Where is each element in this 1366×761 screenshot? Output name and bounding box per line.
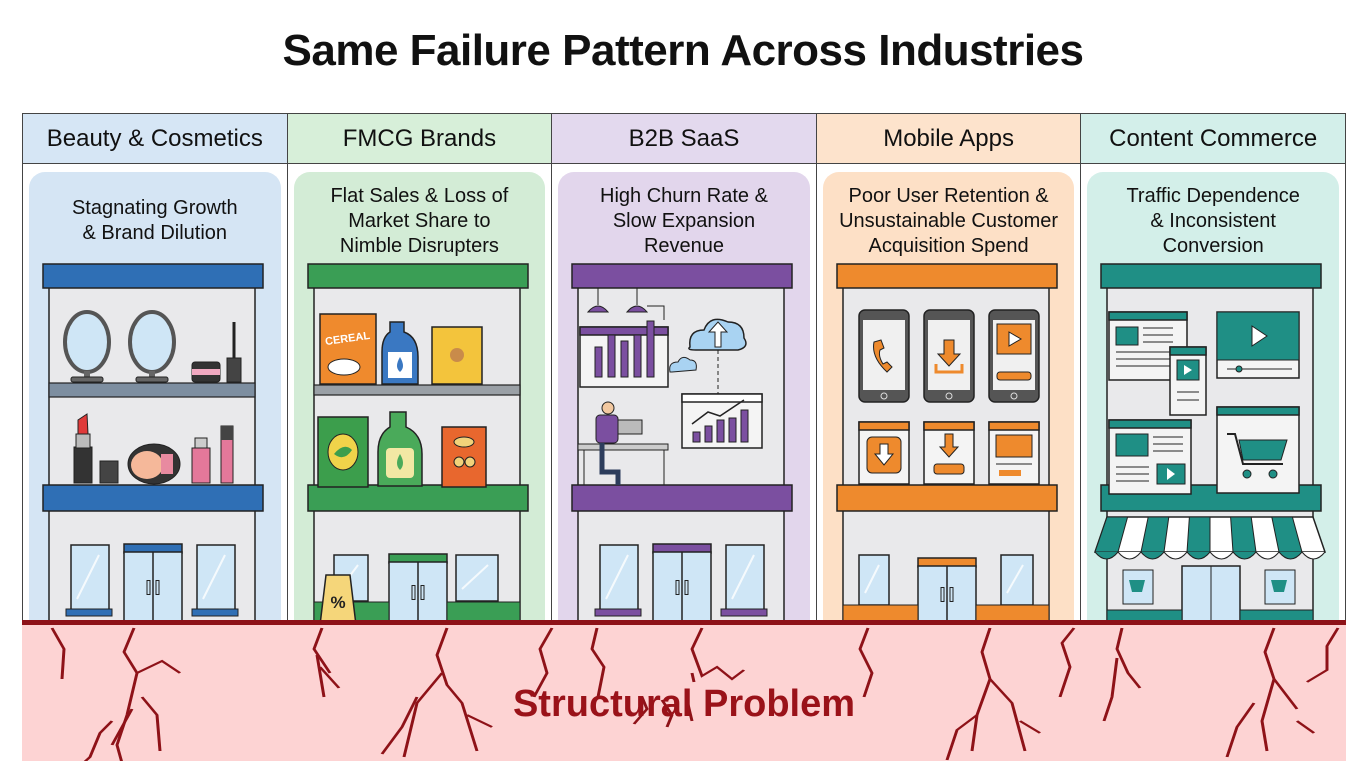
problem-line: Revenue xyxy=(643,235,725,257)
problem-line: Market Share to xyxy=(348,210,491,232)
crack-line xyxy=(690,627,746,681)
crack-line xyxy=(115,672,139,761)
crack-line xyxy=(122,627,182,675)
crack-line xyxy=(402,672,444,758)
crack-line xyxy=(632,696,649,725)
crack-line xyxy=(312,627,332,674)
cracks-icon xyxy=(50,627,1340,761)
industry-card: Poor User Retention & Unsustainable Custo… xyxy=(822,172,1076,626)
crack-line xyxy=(466,714,493,728)
crack-line xyxy=(532,627,554,698)
crack-line xyxy=(1115,627,1142,689)
crack-line xyxy=(318,666,341,689)
crack-line xyxy=(435,627,479,752)
mobile-apps-store-icon xyxy=(823,263,1076,626)
structural-foundation: Structural Problem xyxy=(22,620,1346,761)
crack-line xyxy=(315,654,326,698)
problem-line: Poor User Retention & xyxy=(848,185,1049,207)
crack-line xyxy=(380,696,419,755)
problem-statement: Poor User Retention & Unsustainable Custo… xyxy=(823,184,1075,259)
crack-line xyxy=(1263,627,1299,710)
crack-line xyxy=(685,699,694,722)
crack-line xyxy=(1102,657,1119,722)
crack-line xyxy=(660,699,674,728)
crack-line xyxy=(1295,720,1316,734)
column-header: Content Commerce xyxy=(1081,114,1345,164)
crack-line xyxy=(945,714,979,761)
crack-line xyxy=(858,627,874,698)
column-header: FMCG Brands xyxy=(287,114,552,164)
problem-line: Stagnating Growth xyxy=(71,197,238,219)
column-header: B2B SaaS xyxy=(552,114,816,164)
problem-line: Slow Expansion xyxy=(612,210,756,232)
grocery-store-icon: CEREAL% xyxy=(294,263,547,626)
problem-statement: Flat Sales & Loss of Market Share to Nimbl… xyxy=(294,184,546,259)
saas-office-icon xyxy=(558,263,811,626)
crack-line xyxy=(690,672,696,683)
problem-line: & Inconsistent xyxy=(1150,210,1276,232)
beauty-store-icon xyxy=(29,263,282,626)
column-header: Beauty & Cosmetics xyxy=(23,114,287,164)
problem-line: Flat Sales & Loss of xyxy=(330,185,509,207)
svg-text:%: % xyxy=(330,593,345,612)
content-commerce-store-icon xyxy=(1087,263,1340,626)
problem-line: High Churn Rate & xyxy=(600,185,768,207)
industry-card: Stagnating Growth & Brand Dilution xyxy=(29,172,282,626)
problem-statement: Stagnating Growth & Brand Dilution xyxy=(29,196,281,246)
crack-line xyxy=(50,627,66,680)
column-header: Mobile Apps xyxy=(816,114,1081,164)
problem-line: Nimble Disrupters xyxy=(339,235,499,257)
foundation-label: Structural Problem xyxy=(512,683,856,725)
crack-line xyxy=(1305,627,1340,683)
problem-line: Unsustainable Customer xyxy=(839,210,1059,232)
problem-line: Acquisition Spend xyxy=(868,235,1029,257)
crack-line xyxy=(110,708,134,746)
crack-line xyxy=(1018,720,1042,734)
crack-line xyxy=(1058,627,1076,698)
crack-line xyxy=(83,720,114,761)
crack-line xyxy=(1225,702,1256,758)
problem-line: Traffic Dependence xyxy=(1126,185,1300,207)
page-title: Same Failure Pattern Across Industries xyxy=(282,26,1085,75)
crack-line xyxy=(590,627,606,698)
problem-line: & Brand Dilution xyxy=(82,222,228,244)
crack-line xyxy=(1260,678,1276,752)
industry-card: Flat Sales & Loss of Market Share to Nimbl… xyxy=(293,172,547,626)
problem-line: Conversion xyxy=(1162,235,1264,257)
crack-line xyxy=(140,696,162,752)
